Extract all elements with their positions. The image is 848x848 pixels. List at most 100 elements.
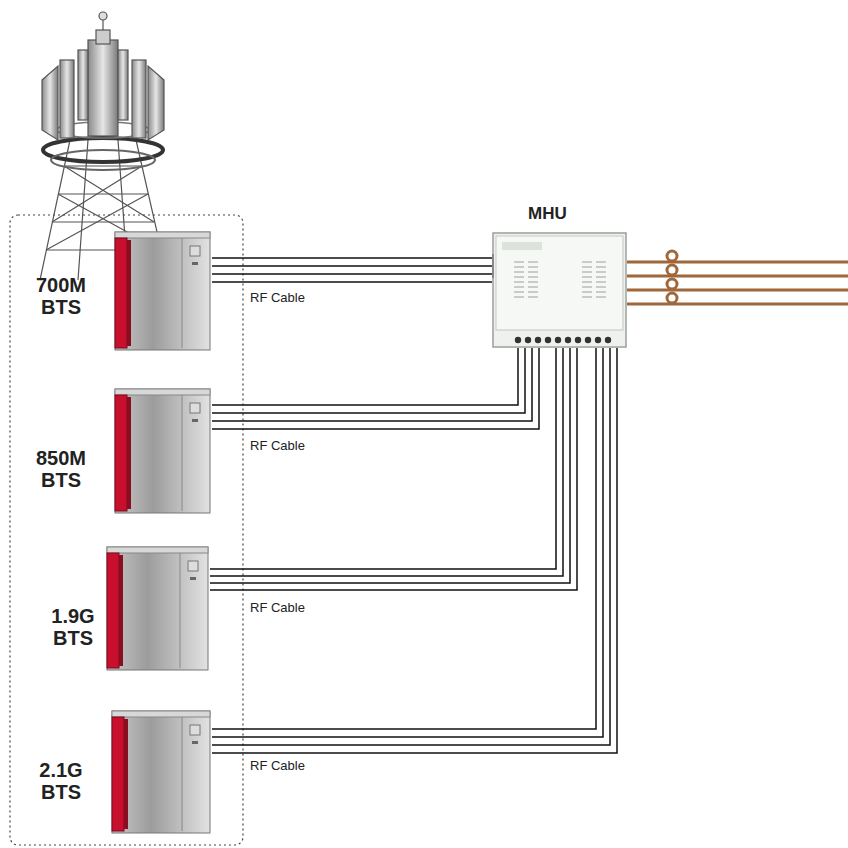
vent-slot	[596, 262, 606, 263]
cabinet-door	[112, 717, 124, 831]
bts-node: 1.9G BTS	[22, 543, 210, 672]
rf-port	[515, 337, 521, 343]
vent-slot	[582, 287, 592, 288]
status-panel	[188, 561, 198, 571]
vent-slot	[514, 267, 524, 268]
status-panel	[190, 246, 200, 256]
cabinet-body	[112, 711, 210, 833]
mhu-body	[493, 233, 626, 347]
vent-slot	[596, 287, 606, 288]
vent-slot	[582, 272, 592, 273]
vent-slot	[582, 267, 592, 268]
mhu-node: MHU	[492, 232, 627, 348]
vent-slot	[596, 297, 606, 298]
rf-port	[525, 337, 531, 343]
cabinet-body	[115, 389, 210, 513]
cable-line	[210, 348, 556, 569]
cabinet-door	[115, 395, 127, 511]
cable-line	[212, 348, 617, 753]
panel-seam	[182, 717, 183, 831]
panel-seam	[180, 553, 181, 668]
vent-slot	[514, 272, 524, 273]
vent-slot	[514, 277, 524, 278]
vent-slot	[514, 287, 524, 288]
rf-cable	[210, 348, 577, 590]
cabinet-door	[115, 238, 127, 348]
cable-label: RF Cable	[248, 290, 307, 305]
side-port	[492, 254, 494, 278]
cable-line	[210, 348, 563, 576]
vent-slot	[596, 292, 606, 293]
cable-line	[212, 265, 492, 267]
panel-seam	[182, 238, 183, 348]
bts-node: 2.1G BTS	[22, 707, 212, 835]
vent-slot	[514, 292, 524, 293]
panel-seam	[182, 395, 183, 511]
vent-slot	[596, 277, 606, 278]
rf-port	[545, 337, 551, 343]
vent-slot	[514, 282, 524, 283]
bts-node: 700M BTS	[22, 228, 212, 352]
cable-line	[212, 273, 492, 275]
rf-port	[555, 337, 561, 343]
status-panel	[190, 725, 200, 735]
bts-name: 850M BTS	[28, 447, 94, 491]
vent-slot	[514, 297, 524, 298]
bts-name: 1.9G BTS	[40, 605, 106, 649]
cable-line	[212, 348, 610, 745]
mhu-housing	[492, 232, 627, 348]
vent-slot	[528, 272, 538, 273]
cable-line	[212, 348, 603, 737]
rf-port	[575, 337, 581, 343]
cable-label: RF Cable	[248, 600, 307, 615]
indicator	[192, 419, 198, 422]
vent-slot	[528, 267, 538, 268]
vent-slot	[582, 292, 592, 293]
cable-line	[212, 348, 525, 413]
cable-line	[210, 348, 577, 590]
site-boundary	[10, 215, 243, 845]
nameplate	[502, 242, 542, 250]
bts-cabinet	[110, 707, 212, 835]
bts-node: 850M BTS	[22, 385, 212, 515]
cable-line	[212, 257, 492, 259]
bts-cabinet	[113, 385, 212, 515]
bts-cabinet	[113, 228, 212, 352]
rf-port	[535, 337, 541, 343]
cable-line	[212, 348, 518, 405]
door-edge	[119, 555, 123, 666]
unit-name: MHU	[528, 204, 567, 224]
cabinet-door	[107, 553, 119, 668]
rf-cable	[212, 258, 492, 282]
cabinet-body	[115, 232, 210, 350]
vent-slot	[528, 282, 538, 283]
indicator	[190, 577, 196, 580]
cable-line	[212, 348, 596, 729]
vent-slot	[582, 297, 592, 298]
vent-slot	[514, 262, 524, 263]
rf-cable	[212, 348, 617, 753]
rf-port	[565, 337, 571, 343]
cabinet-top	[115, 389, 210, 395]
rf-port	[585, 337, 591, 343]
cable-line	[210, 348, 570, 583]
door-edge	[127, 397, 131, 509]
cabinet-body	[107, 547, 208, 670]
vent-slot	[528, 277, 538, 278]
rf-port	[595, 337, 601, 343]
vent-slot	[582, 262, 592, 263]
vent-slot	[528, 292, 538, 293]
vent-slot	[596, 272, 606, 273]
door-edge	[124, 719, 128, 829]
vent-slot	[528, 262, 538, 263]
vent-slot	[582, 282, 592, 283]
cable-line	[212, 348, 532, 421]
vent-slot	[596, 267, 606, 268]
rf-port	[605, 337, 611, 343]
cabinet-top	[115, 232, 210, 238]
cabinet-top	[112, 711, 210, 717]
bts-cabinet	[105, 543, 210, 672]
vent-slot	[582, 277, 592, 278]
bts-name: 2.1G BTS	[28, 759, 94, 803]
vent-slot	[528, 287, 538, 288]
